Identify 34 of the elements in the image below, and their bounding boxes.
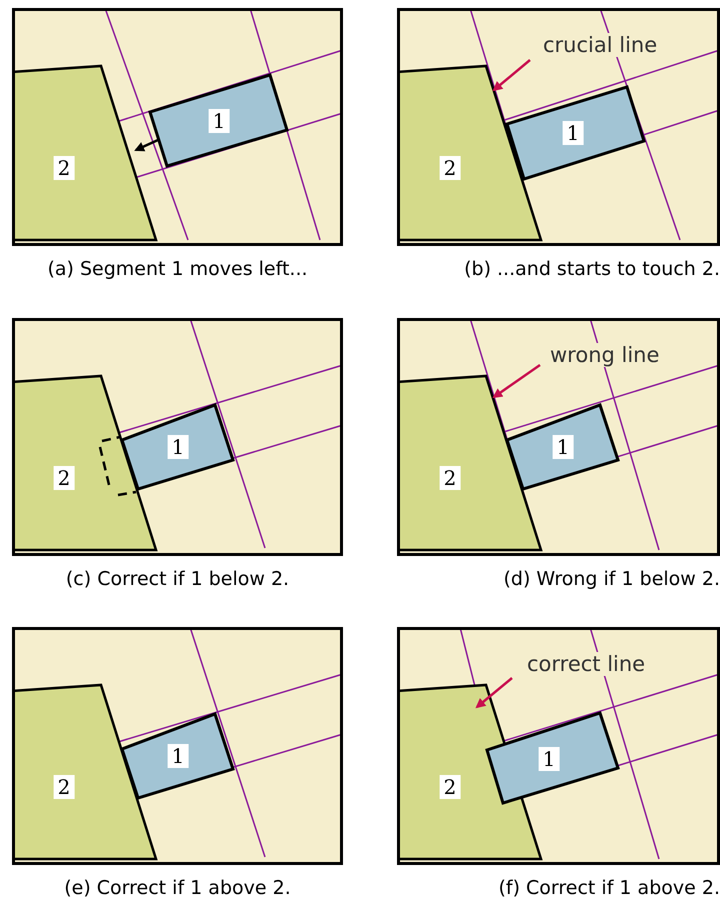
segment-label: 2 [440,156,460,180]
diagram-panel [397,318,720,556]
panel-caption: (d) Wrong if 1 below 2. [503,568,720,590]
segment-polygon [15,66,156,240]
segment-polygon [15,376,156,550]
segment-label: 2 [440,775,460,799]
panel-caption: (e) Correct if 1 above 2. [63,877,292,899]
segment-polygon [400,66,541,240]
diagram-panel [12,318,343,556]
segment-label: 1 [562,121,584,145]
segment-label: 2 [440,466,460,490]
segment-label: 1 [168,435,188,459]
diagram-panel [397,627,720,865]
panel-caption: (c) Correct if 1 below 2. [64,568,290,590]
segment-label: 2 [54,156,74,180]
leader-line [492,364,541,398]
panel-caption: (a) Segment 1 moves left... [46,258,309,280]
panel-caption: (f) Correct if 1 above 2. [498,877,720,899]
segment-label: 1 [552,435,574,459]
segment-label: 1 [168,744,188,768]
arrow [134,138,159,152]
leader-line [492,59,531,92]
segment-label: 1 [538,747,560,771]
segment-polygon [400,685,541,859]
diagram-panel [12,627,343,865]
segment-polygon [400,376,541,550]
segment-polygon [15,685,156,859]
panel-caption: (b) ...and starts to touch 2. [464,258,720,280]
diagram-panel [397,8,720,246]
leader-line [475,677,513,708]
segment-label: 2 [54,775,74,799]
diagram-panel [12,8,343,246]
segment-label: 2 [54,466,74,490]
segment-label: 1 [208,109,230,133]
